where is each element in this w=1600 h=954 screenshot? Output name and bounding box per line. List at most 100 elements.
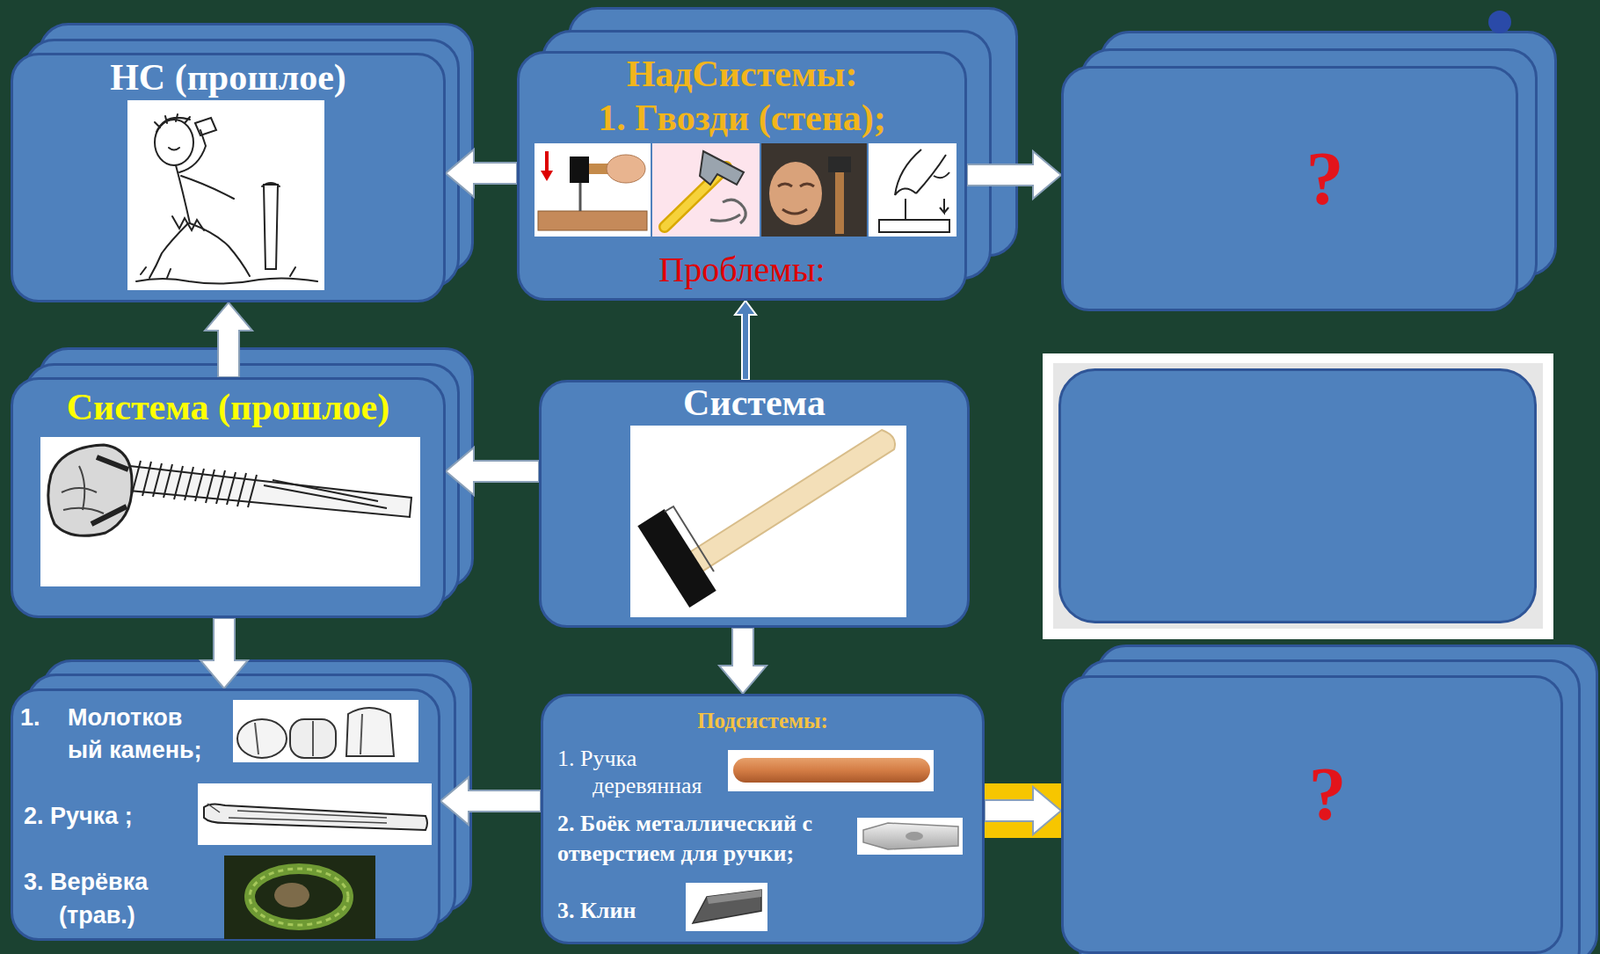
hammer-picture [630,425,907,618]
caveman-picture [149,223,189,278]
caveman-picture [168,147,180,151]
nail-pictures [664,167,727,227]
stone-hammer-picture [40,436,421,587]
nail-pictures [835,172,844,234]
nail-pictures [904,198,907,220]
stone-hammer-picture [131,460,141,495]
empty-box [1042,353,1554,640]
box-text: 1. Гвозди (стена); [597,99,887,137]
caveman-picture [136,277,318,284]
empty-box [1042,353,1554,640]
rope-picture [249,868,349,925]
box-heading: Подсистемы: [697,708,829,734]
handle-picture [733,757,931,783]
connector-group [204,302,253,378]
stick-picture [197,783,432,845]
stone-hammer-picture [40,436,421,587]
block-arrow [200,618,248,689]
supersystem-box: НадСистемы:1. Гвозди (стена);Проблемы: [516,50,968,301]
text-slot: 1. Ручка деревянная [557,744,720,800]
hammer-picture [630,425,907,618]
block-arrow [445,447,539,495]
stone-hammer-picture [142,461,152,496]
nail-pictures [664,167,727,227]
box-text: 2. Боёк металлический с отверстием для р… [557,808,848,869]
connector-group [734,300,757,380]
rope-picture [224,855,376,939]
corner-dot [1488,10,1512,34]
nail-pictures [879,149,950,233]
empty-box [1053,363,1543,629]
box-text: 3. Верёвка (трав.) [23,865,200,932]
text-slot: ? [1142,756,1513,832]
question-mark: ? [1309,756,1347,832]
stick-picture [197,783,432,845]
block-arrow [445,149,517,197]
rope-picture [274,882,310,908]
stick-picture [203,803,428,830]
caveman-picture [261,182,280,187]
text-slot: Система (прошлое) [13,388,444,426]
nail-pictures [939,198,949,213]
nail-pictures [534,143,957,237]
box-text: 1. Ручка деревянная [557,744,720,800]
block-arrow [204,302,253,378]
hammer-picture [664,506,714,572]
stone-hammer-picture [205,469,215,503]
caveman-picture [154,114,190,132]
nail-pictures [534,143,651,237]
block-arrow [967,151,1062,199]
stones-picture [232,699,419,763]
connector-group [200,618,248,689]
text-slot: 2. Боёк металлический с отверстием для р… [557,808,848,869]
caveman-picture [195,117,217,136]
rope-picture [224,855,376,939]
nail-pictures [879,219,950,233]
block-arrow [440,777,541,825]
stone-hammer-picture [61,465,104,514]
nail-pictures [761,143,867,237]
nail-pictures [868,143,957,237]
box-heading: Система [683,384,826,422]
nail-pictures [589,163,635,175]
caveman-picture [263,184,278,270]
stone-hammer-picture [247,474,257,508]
text-slot: ? [1134,140,1516,217]
nail-pictures [606,154,646,183]
caveman-picture [181,175,234,199]
stone-hammer-picture [152,463,162,497]
stone-hammer-picture [131,460,387,509]
stone-hammer-picture [272,480,379,502]
past-supersystem-box: НС (прошлое) [10,52,446,303]
head-picture [857,817,963,855]
nail-pictures [540,170,553,182]
caveman-picture [127,100,325,291]
block-arrow [984,786,1062,835]
caveman-picture [179,130,206,173]
future-supersystem-box: ? [1061,65,1519,312]
stone-hammer-picture [237,472,247,507]
caveman-picture [127,100,325,291]
text-slot: 3. Клин [557,896,672,924]
caveman-picture [175,165,190,224]
past-system-box: Система (прошлое) [10,377,446,619]
stones-picture [346,707,394,757]
text-slot: 1. Гвозди (стена); [519,99,965,137]
stones-picture [254,720,313,757]
connector-group [445,447,539,495]
nail-pictures [769,161,822,226]
block-arrow [734,300,757,380]
box-text: 2. Ручка ; [23,800,133,833]
caveman-picture [189,223,250,277]
text-slot: Система [541,384,968,422]
handle-picture [727,749,934,792]
handle-picture [727,749,934,792]
text-slot: 1. [20,701,65,735]
text-slot: Молотков ый камень; [67,701,209,767]
stone-hammer-picture [184,466,194,501]
stone-hammer-picture [226,472,236,505]
box-heading: Система (прошлое) [66,388,390,426]
stones-picture [232,699,419,763]
arrow-band [984,783,1062,838]
